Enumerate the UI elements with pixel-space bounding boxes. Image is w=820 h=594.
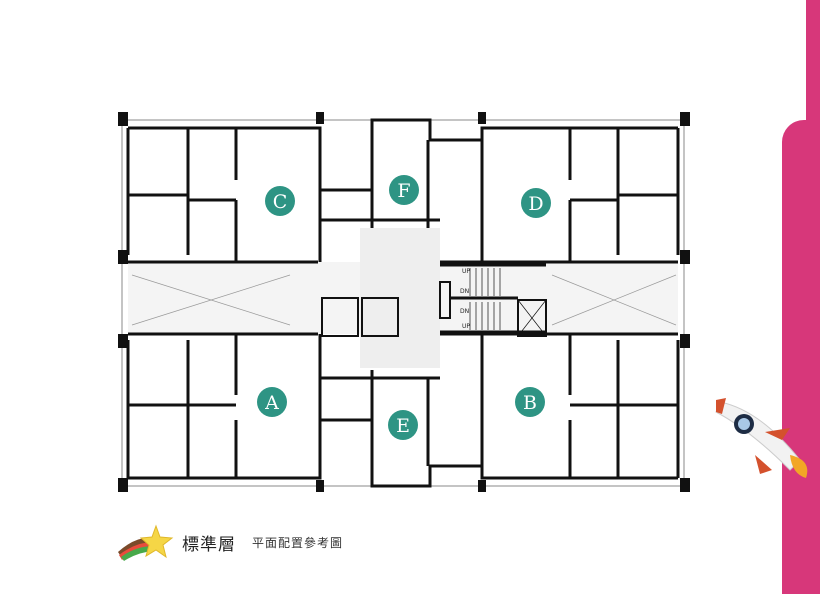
unit-badge-d: D (521, 188, 551, 218)
svg-text:F: F (397, 180, 410, 202)
unit-badge-c: C (265, 186, 295, 216)
unit-badge-f: F (389, 175, 419, 205)
unit-badge-b: B (515, 387, 545, 417)
stair-down-label: DN (460, 288, 469, 295)
unit-badge-a: A (257, 387, 287, 417)
svg-text:A: A (264, 392, 279, 414)
floor-title: 標準層 (182, 534, 236, 555)
rocket-icon (715, 398, 808, 478)
shooting-star-icon (118, 524, 174, 561)
caption: 標準層 平面配置參考圖 (116, 522, 343, 562)
walls (118, 112, 690, 492)
svg-text:D: D (528, 193, 543, 215)
unit-badge-e: E (388, 410, 418, 440)
side-accent-tab (782, 120, 820, 594)
svg-text:C: C (273, 191, 288, 213)
svg-text:B: B (523, 392, 537, 414)
stair-up-label: UP (462, 268, 470, 275)
stair-down-label-2: DN (460, 308, 469, 315)
stair-up-label-2: UP (462, 323, 470, 330)
floor-subtitle: 平面配置參考圖 (252, 535, 344, 550)
svg-text:E: E (396, 415, 410, 437)
